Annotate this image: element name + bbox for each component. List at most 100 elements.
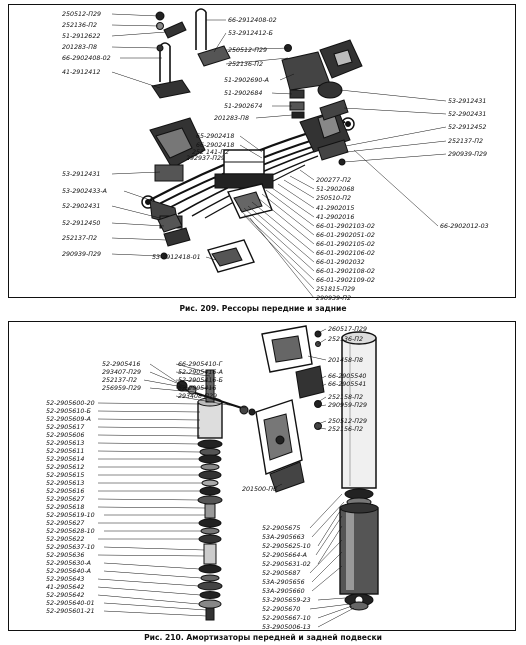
part-number-label: 52-2912452 [448,124,486,131]
part-number-label: 52-2905611 [46,448,84,455]
part-number-label: 66-01-2902105-02 [316,241,375,248]
part-number-label: 52-2902431 [62,203,100,210]
part-number-label: 52-2905664-А [262,552,307,559]
part-number-label: 53-2912418-01 [152,254,201,261]
part-number-label: 52-2905675 [262,525,300,532]
part-number-label: 290939-П2 [316,295,351,302]
part-number-label: 51-2902690-А [224,77,269,84]
part-number-label: 53А-2905663 [262,534,305,541]
part-number-label: 52-2905600-20 [46,400,95,407]
part-number-label: 250512-П29 [62,11,101,18]
part-number-label: 250512-П29 [228,47,267,54]
part-number-label: 53-2912431 [62,171,100,178]
part-number-label: 52-2905642 [46,592,84,599]
part-number-label: 52-2905610-Б [46,408,91,415]
part-number-label: 52-2905416-Б [178,377,223,384]
part-number-label: 252136-П2 [328,336,363,343]
part-number-label: 52-2905617 [46,424,84,431]
part-number-label: 251815-П29 [316,286,355,293]
part-number-label: 53-2902433-А [62,188,107,195]
part-number-label: 53А-2905660 [262,588,305,595]
part-number-label: 52-2905613 [46,480,84,487]
part-number-label: 52-2905687 [262,570,300,577]
part-number-label: 41-2902015 [316,205,354,212]
figure-209-caption: Рис. 209. Рессоры передние и задние [179,304,346,313]
part-number-label: 53А-2905656 [262,579,305,586]
fig210-part-labels: 52-2905416293407-П29252137-П2256959-П295… [46,326,367,631]
figure-210-caption: Рис. 210. Амортизаторы передней и задней… [144,633,382,642]
part-number-label: 52-2905643 [46,576,84,583]
fig209-drawing [111,8,447,299]
part-number-label: 66-2912408-02 [228,17,277,24]
part-number-label: 52-2905622 [46,536,84,543]
part-number-label: 52-2905606 [46,432,84,439]
part-number-label: 66-01-2902051-02 [316,232,375,239]
part-number-label: 293407-П29 [102,369,141,376]
part-number-label: 260517-П29 [328,326,367,333]
part-number-label: 66-2905540 [328,373,366,380]
part-number-label: 252136-П2 [228,61,263,68]
part-number-label: 52-2905627 [46,496,84,503]
part-number-label: 252156-П2 [328,426,363,433]
part-number-label: 52-2905416 [102,361,140,368]
part-number-label: 290959-П29 [328,402,367,409]
part-number-label: 52-2905416 [178,385,216,392]
part-number-label: 66-2902408-02 [62,55,111,62]
part-number-label: 51-2902068 [316,186,354,193]
part-number-label: 201458-П8 [328,357,363,364]
part-number-label: 52-2905615 [46,472,84,479]
part-number-label: 66-01-2902106-02 [316,250,375,257]
part-number-label: 290939-П29 [448,151,487,158]
part-number-label: 52-2905667-10 [262,615,311,622]
part-number-label: 52-2905616 [46,488,84,495]
part-number-label: 66-01-2902032 [316,259,365,266]
part-number-label: 52-2905612 [46,464,84,471]
part-number-label: 52-2905625-10 [262,543,311,550]
part-number-label: 252137-П2 [102,377,137,384]
part-number-label: 66-2902012-03 [440,223,489,230]
part-number-label: 51-2902674 [224,103,262,110]
part-number-label: 52-2905627 [46,520,84,527]
part-number-label: 292937-П29 [186,155,225,162]
part-number-label: 66-2905410-Г [178,361,223,368]
part-number-label: 53-2912412-Б [228,30,273,37]
part-number-label: 66-01-2902108-02 [316,268,375,275]
part-number-label: 66-01-2902109-02 [316,277,375,284]
part-number-label: 52-2905613 [46,440,84,447]
part-number-label: 52-2905640-А [46,568,91,575]
part-number-label: 52-2902431 [448,111,486,118]
part-number-label: 65-2902418 [196,133,234,140]
part-number-label: 52-2905609-А [46,416,91,423]
part-number-label: 52-2905618 [46,504,84,511]
part-number-label: 66-2905541 [328,381,366,388]
part-number-label: 52-2905637-10 [46,544,95,551]
part-number-label: 52-2905416-А [178,369,223,376]
part-number-label: 250512-П29 [328,418,367,425]
part-number-label: 252136-П2 [62,22,97,29]
fig210-drawing [97,325,379,628]
fig209-part-labels: 250512-П29 252136-П2 51-2912622 201283-П8 66… [62,11,489,302]
part-number-label: 293408-П29 [178,393,217,400]
part-number-label: 66-2902418 [196,142,234,149]
part-number-label: 201283-П8 [62,44,97,51]
part-number-label: 51-2912622 [62,33,100,40]
part-number-label: 41-2912412 [62,69,100,76]
part-number-label: 200277-П2 [316,177,351,184]
part-number-label: 52-2905601-21 [46,608,95,615]
part-number-label: 66-01-2902103-02 [316,223,375,230]
figure-210-panel [8,321,516,631]
part-number-label: 52-2912450 [62,220,100,227]
part-number-label: 41-2902016 [316,214,354,221]
part-number-label: 52-2905628-10 [46,528,95,535]
part-number-label: 51-2902684 [224,90,262,97]
part-number-label: 52-2905614 [46,456,84,463]
part-number-label: 201500-П8 [242,486,277,493]
part-number-label: 252137-П2 [448,138,483,145]
part-number-label: 52-2905640-01 [46,600,95,607]
part-number-label: 201283-П8 [214,115,249,122]
part-number-label: 53-2905006-13 [262,624,311,631]
part-number-label: 252158-П2 [328,394,363,401]
part-number-label: 290939-П29 [62,251,101,258]
part-number-label: 256959-П29 [102,385,141,392]
